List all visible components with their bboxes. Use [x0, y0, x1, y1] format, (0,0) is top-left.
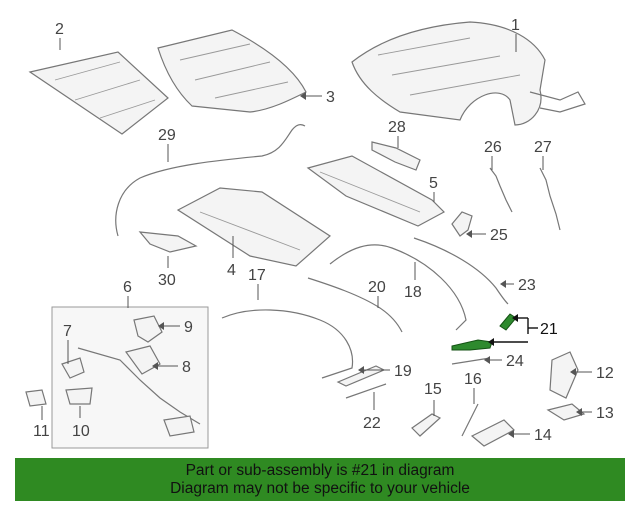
part-16-strut	[461, 403, 479, 437]
callout-15: 15	[424, 381, 442, 398]
part-23-seal	[413, 237, 509, 305]
part-22-trim	[345, 383, 387, 399]
callout-24: 24	[506, 353, 524, 370]
callout-4: 4	[227, 262, 236, 279]
info-banner: Part or sub-assembly is #21 in diagram D…	[15, 458, 625, 501]
part-6-latch	[163, 415, 195, 437]
part-3-roof-panel	[157, 29, 307, 113]
subassembly-6-box	[51, 306, 209, 449]
callout-29: 29	[158, 127, 176, 144]
callout-28: 28	[388, 119, 406, 136]
callout-10: 10	[72, 423, 90, 440]
part-29-cable	[115, 124, 306, 237]
part-11-bracket	[25, 389, 47, 407]
callout-18: 18	[404, 284, 422, 301]
callout-8: 8	[182, 359, 191, 376]
part-1-rear-roof	[351, 21, 586, 126]
callout-19: 19	[394, 363, 412, 380]
callout-13: 13	[596, 405, 614, 422]
banner-line-1: Part or sub-assembly is #21 in diagram	[185, 462, 455, 479]
callout-30: 30	[158, 272, 176, 289]
callout-21: 21	[540, 321, 558, 338]
part-30-bracket	[138, 231, 198, 253]
part-24-trim	[451, 357, 491, 365]
callout-6: 6	[123, 279, 132, 296]
part-10-bracket	[65, 387, 93, 405]
part-14-mechanism	[470, 419, 515, 447]
callout-23: 23	[518, 277, 536, 294]
part-28-bracket	[371, 141, 421, 171]
callout-16: 16	[464, 371, 482, 388]
callout-27: 27	[534, 139, 552, 156]
part-26-rod	[489, 167, 513, 213]
callout-9: 9	[184, 319, 193, 336]
part-12-bracket	[549, 351, 579, 399]
part-27-rod	[539, 167, 561, 231]
banner-line-2: Diagram may not be specific to your vehi…	[170, 480, 470, 497]
callout-arrowheads	[152, 92, 582, 438]
part-15-bracket	[411, 413, 442, 437]
callout-leaders	[41, 34, 592, 435]
callout-14: 14	[534, 427, 552, 444]
callout-2: 2	[55, 21, 64, 38]
part-6-cable	[77, 347, 201, 425]
callout-22: 22	[363, 415, 381, 432]
part-13-bracket	[546, 403, 586, 421]
part-4-headliner	[176, 187, 331, 267]
callout-17: 17	[248, 267, 266, 284]
part-2-roof-panel	[28, 51, 169, 135]
callout-20: 20	[368, 279, 386, 296]
part-18-seal	[329, 244, 467, 331]
callout-26: 26	[484, 139, 502, 156]
callout-25: 25	[490, 227, 508, 244]
part-17-seal	[221, 309, 354, 379]
part-25-bracket	[451, 211, 473, 237]
callout-12: 12	[596, 365, 614, 382]
callout-1: 1	[511, 17, 520, 34]
parts-diagram: 2 1 3 29 28 26 27 5 25 4 30 18 23 17 20 …	[25, 17, 614, 449]
callout-3: 3	[326, 89, 335, 106]
part-8-bracket	[124, 345, 161, 375]
part-9-bracket	[133, 315, 163, 343]
callout-11: 11	[33, 423, 50, 440]
part-20-seal	[307, 277, 403, 333]
callout-5: 5	[429, 175, 438, 192]
callout-labels: 2 1 3 29 28 26 27 5 25 4 30 18 23 17 20 …	[33, 17, 614, 444]
part-5-crossmember	[306, 155, 445, 227]
callout-7: 7	[63, 323, 72, 340]
part-21-highlighted	[451, 313, 517, 351]
